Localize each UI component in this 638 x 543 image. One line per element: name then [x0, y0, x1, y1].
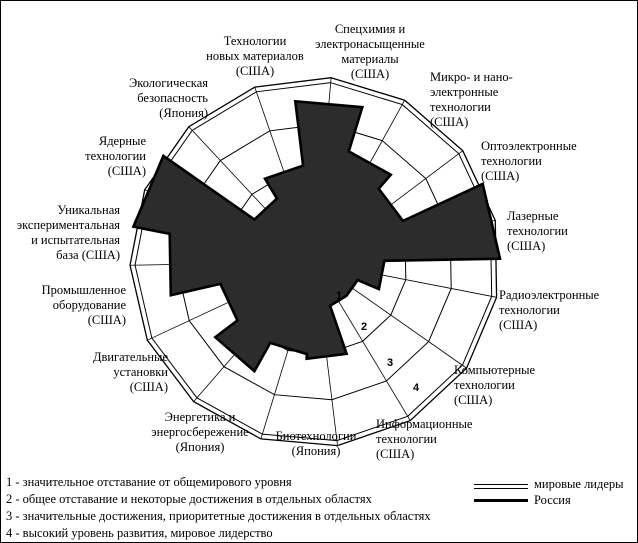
axis-label-industrial-equipment: Промышленное оборудование (США) — [41, 283, 126, 327]
legend-world-label: мировые лидеры — [534, 477, 624, 491]
axis-label-micro-nano-electronics: Микро- и нано- электронные технологии (С… — [430, 70, 513, 129]
level-label-4: 4 — [413, 382, 420, 394]
level-label-3: 3 — [387, 357, 393, 369]
level-note-4: 4 - высокий уровень развития, мировое ли… — [6, 526, 273, 540]
axis-label-radioelectronics: Радиоэлектронные технологии (США) — [499, 288, 600, 332]
axis-label-laser: Лазерные технологии (США) — [507, 209, 568, 253]
axis-label-experimental-base: Уникальная экспериментальная и испытател… — [16, 203, 120, 262]
level-note-1: 1 - значительное отставание от общемиров… — [6, 475, 292, 489]
axis-label-propulsion: Двигательные установки (США) — [92, 350, 168, 394]
axis-label-special-chemistry: Спецхимия и электронасыщенные материалы … — [315, 22, 425, 81]
level-note-3: 3 - значительные достижения, приоритетны… — [6, 509, 431, 523]
axis-label-new-materials: Технологии новых материалов (США) — [206, 34, 304, 78]
level-label-2: 2 — [361, 321, 367, 333]
axis-label-computer: Компьютерные технологии (США) — [454, 363, 536, 407]
axis-label-optoelectronics: Оптоэлектронные технологии (США) — [481, 139, 577, 183]
legend-world-line — [474, 484, 528, 489]
legend-russia-label: Россия — [534, 493, 571, 507]
russia-profile — [131, 99, 502, 374]
axis-label-ecology: Экологическая безопасность (Япония) — [129, 76, 208, 120]
axis-label-nuclear: Ядерные технологии (США) — [85, 134, 146, 178]
axis-label-energy: Энергетика и энергосбережение (Япония) — [151, 410, 249, 454]
level-label-1: 1 — [336, 290, 342, 302]
axis-label-information: Информационные технологии (США) — [376, 417, 473, 461]
axis-label-biotech: Биотехнологии (Япония) — [275, 429, 357, 458]
legend-russia-line — [474, 499, 528, 502]
level-note-2: 2 - общее отставание и некоторые достиже… — [6, 492, 372, 506]
